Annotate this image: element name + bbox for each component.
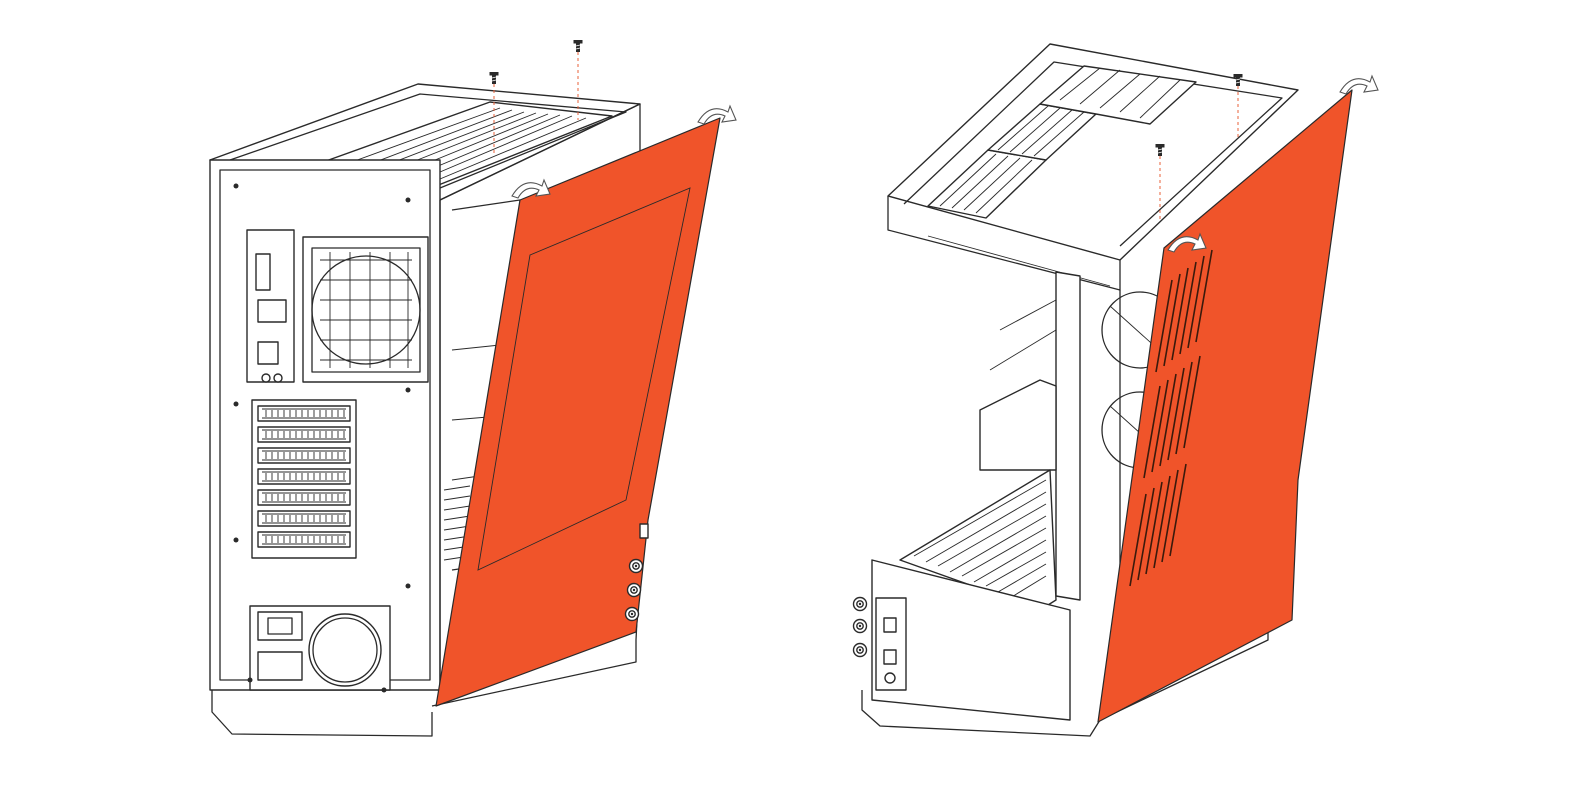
front-screw-right bbox=[1233, 73, 1243, 138]
rear-front-io-port bbox=[639, 523, 649, 539]
front-side-panel bbox=[1097, 89, 1353, 723]
front-screw-left bbox=[1155, 143, 1165, 220]
rear-exhaust-fan bbox=[311, 255, 421, 365]
rear-case-base bbox=[211, 688, 433, 737]
front-case-bracket bbox=[989, 299, 1057, 371]
rear-top-vent-slats bbox=[329, 107, 587, 185]
front-case-base bbox=[861, 690, 1101, 737]
front-usb-port-1 bbox=[883, 617, 897, 633]
rear-view-case bbox=[209, 39, 737, 737]
front-view-case bbox=[852, 43, 1379, 737]
front-drive-cage bbox=[979, 379, 1057, 471]
front-side-panel-vents bbox=[1118, 249, 1284, 690]
rear-io-port-lan bbox=[257, 341, 279, 365]
rear-interior-grille bbox=[443, 485, 471, 561]
rotate-arrow-icon bbox=[1339, 75, 1379, 95]
front-case-inner-pillar bbox=[1055, 271, 1081, 601]
front-io-panel bbox=[875, 597, 907, 691]
front-lower-chamber bbox=[871, 559, 1071, 721]
rear-side-panel bbox=[435, 117, 721, 707]
rear-io-port-usb bbox=[257, 299, 287, 323]
front-top-vents bbox=[927, 65, 1197, 219]
rear-exhaust-fan-frame bbox=[302, 236, 429, 383]
rear-case-top-inner bbox=[229, 93, 627, 189]
rear-screw-left bbox=[489, 71, 499, 156]
screw-icon bbox=[573, 39, 583, 53]
rear-panel-screw-dots bbox=[233, 183, 411, 693]
rear-psu-fan bbox=[308, 613, 382, 687]
rear-psu-switch bbox=[257, 651, 303, 681]
screw-icon bbox=[489, 71, 499, 85]
front-usb-port-2 bbox=[883, 649, 897, 665]
rear-screw-right bbox=[573, 39, 583, 120]
rear-io-port-vga bbox=[255, 253, 271, 291]
rear-fan-grille bbox=[320, 252, 412, 368]
front-power-button bbox=[884, 672, 896, 684]
rear-side-panel-recess bbox=[477, 187, 691, 571]
rear-case-base-side bbox=[431, 640, 637, 707]
rear-psu-power-socket bbox=[257, 611, 303, 641]
